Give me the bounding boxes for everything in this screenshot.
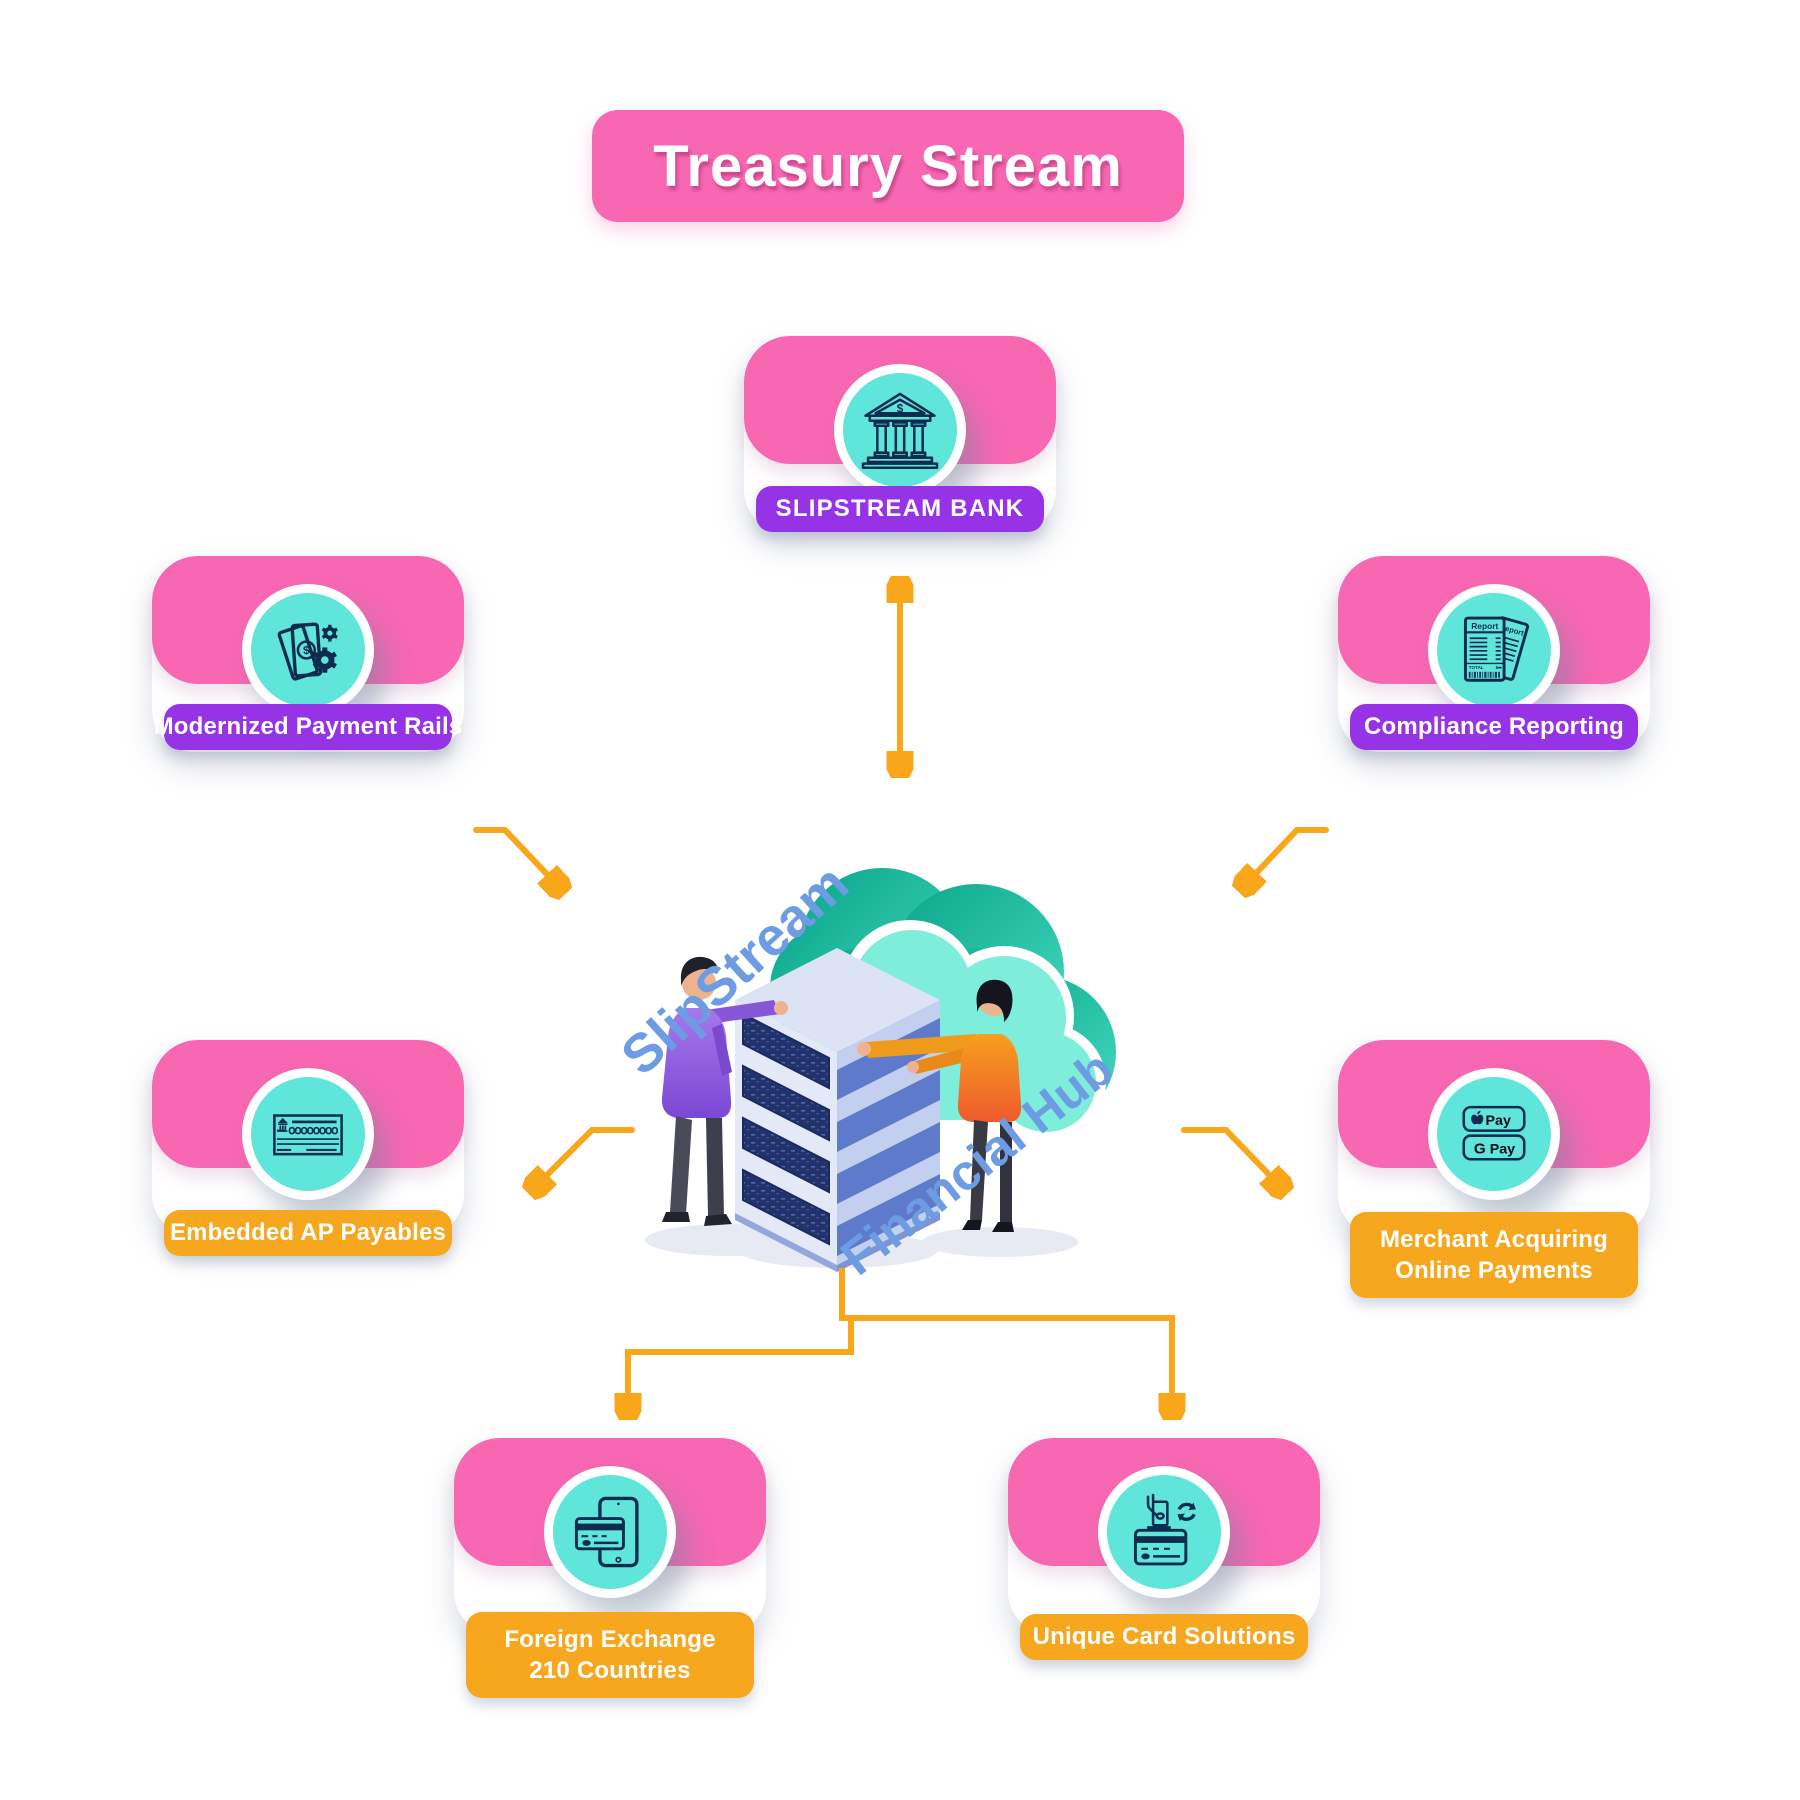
node-compliance-reporting: Report Report [1338, 556, 1650, 820]
node-label-unique-card-solutions: Unique Card Solutions [1020, 1614, 1308, 1660]
card-phone-icon [544, 1466, 676, 1598]
node-label-slipstream-bank: SLIPSTREAM BANK [756, 486, 1044, 532]
node-unique-card-solutions: Unique Card Solutions [1008, 1438, 1320, 1702]
apple-pay-badge [1462, 1105, 1526, 1132]
hand-with-bill-icon [1146, 1493, 1169, 1527]
google-pay-text: Pay [1490, 1141, 1515, 1157]
node-modernized-payment-rails: $ [152, 556, 464, 820]
banknote-dollar-sign: $ [303, 644, 311, 657]
node-label-merchant-acquiring: Merchant Acquiring Online Payments [1350, 1212, 1638, 1298]
apple-google-pay-icon: Pay G Pay [1428, 1068, 1560, 1200]
node-merchant-acquiring: Pay G Pay Merchant Acquiring Online Paym… [1338, 1040, 1650, 1304]
node-label-embedded-ap-payables: Embedded AP Payables [164, 1210, 452, 1256]
node-label-compliance-reporting: Compliance Reporting [1350, 704, 1638, 750]
report-receipts-icon: Report Report [1428, 584, 1560, 716]
refresh-arrows-icon [1177, 1502, 1196, 1522]
bank-dollar-sign: $ [897, 402, 904, 415]
server-icon [735, 948, 940, 1272]
report-front-title: Report [1471, 621, 1498, 631]
apple-pay-text: Pay [1486, 1113, 1511, 1129]
node-foreign-exchange: Foreign Exchange 210 Countries [454, 1438, 766, 1702]
arrow-compliance-center [1244, 827, 1329, 886]
node-embedded-ap-payables: Embedded AP Payables [152, 1040, 464, 1304]
report-total-label: TOTAL [1469, 665, 1484, 670]
google-pay-badge [1462, 1134, 1526, 1161]
node-label-modernized-payment-rails: Modernized Payment Rails [154, 704, 462, 750]
cheque-icon [242, 1068, 374, 1200]
node-slipstream-bank: $ SLIPSTREAM BANK [744, 336, 1056, 600]
diagram-title-banner: Treasury Stream [592, 110, 1184, 222]
apple-logo-icon [1471, 1110, 1484, 1125]
person-right [857, 979, 1022, 1232]
report-total-dollar: $ [1496, 665, 1499, 670]
diagram-title: Treasury Stream [653, 133, 1123, 199]
card-deposit-icon [1098, 1466, 1230, 1598]
person-left [661, 956, 788, 1226]
report-barcode [1468, 671, 1500, 678]
cloud-server-illustration [645, 860, 1126, 1272]
google-pay-g: G [1474, 1140, 1486, 1157]
banknotes-gears-icon: $ [242, 584, 374, 716]
bank-icon: $ [834, 364, 966, 496]
arrow-payment-rails-center [473, 827, 560, 888]
arrow-center-foreign [628, 1318, 854, 1412]
node-label-foreign-exchange: Foreign Exchange 210 Countries [466, 1612, 754, 1698]
